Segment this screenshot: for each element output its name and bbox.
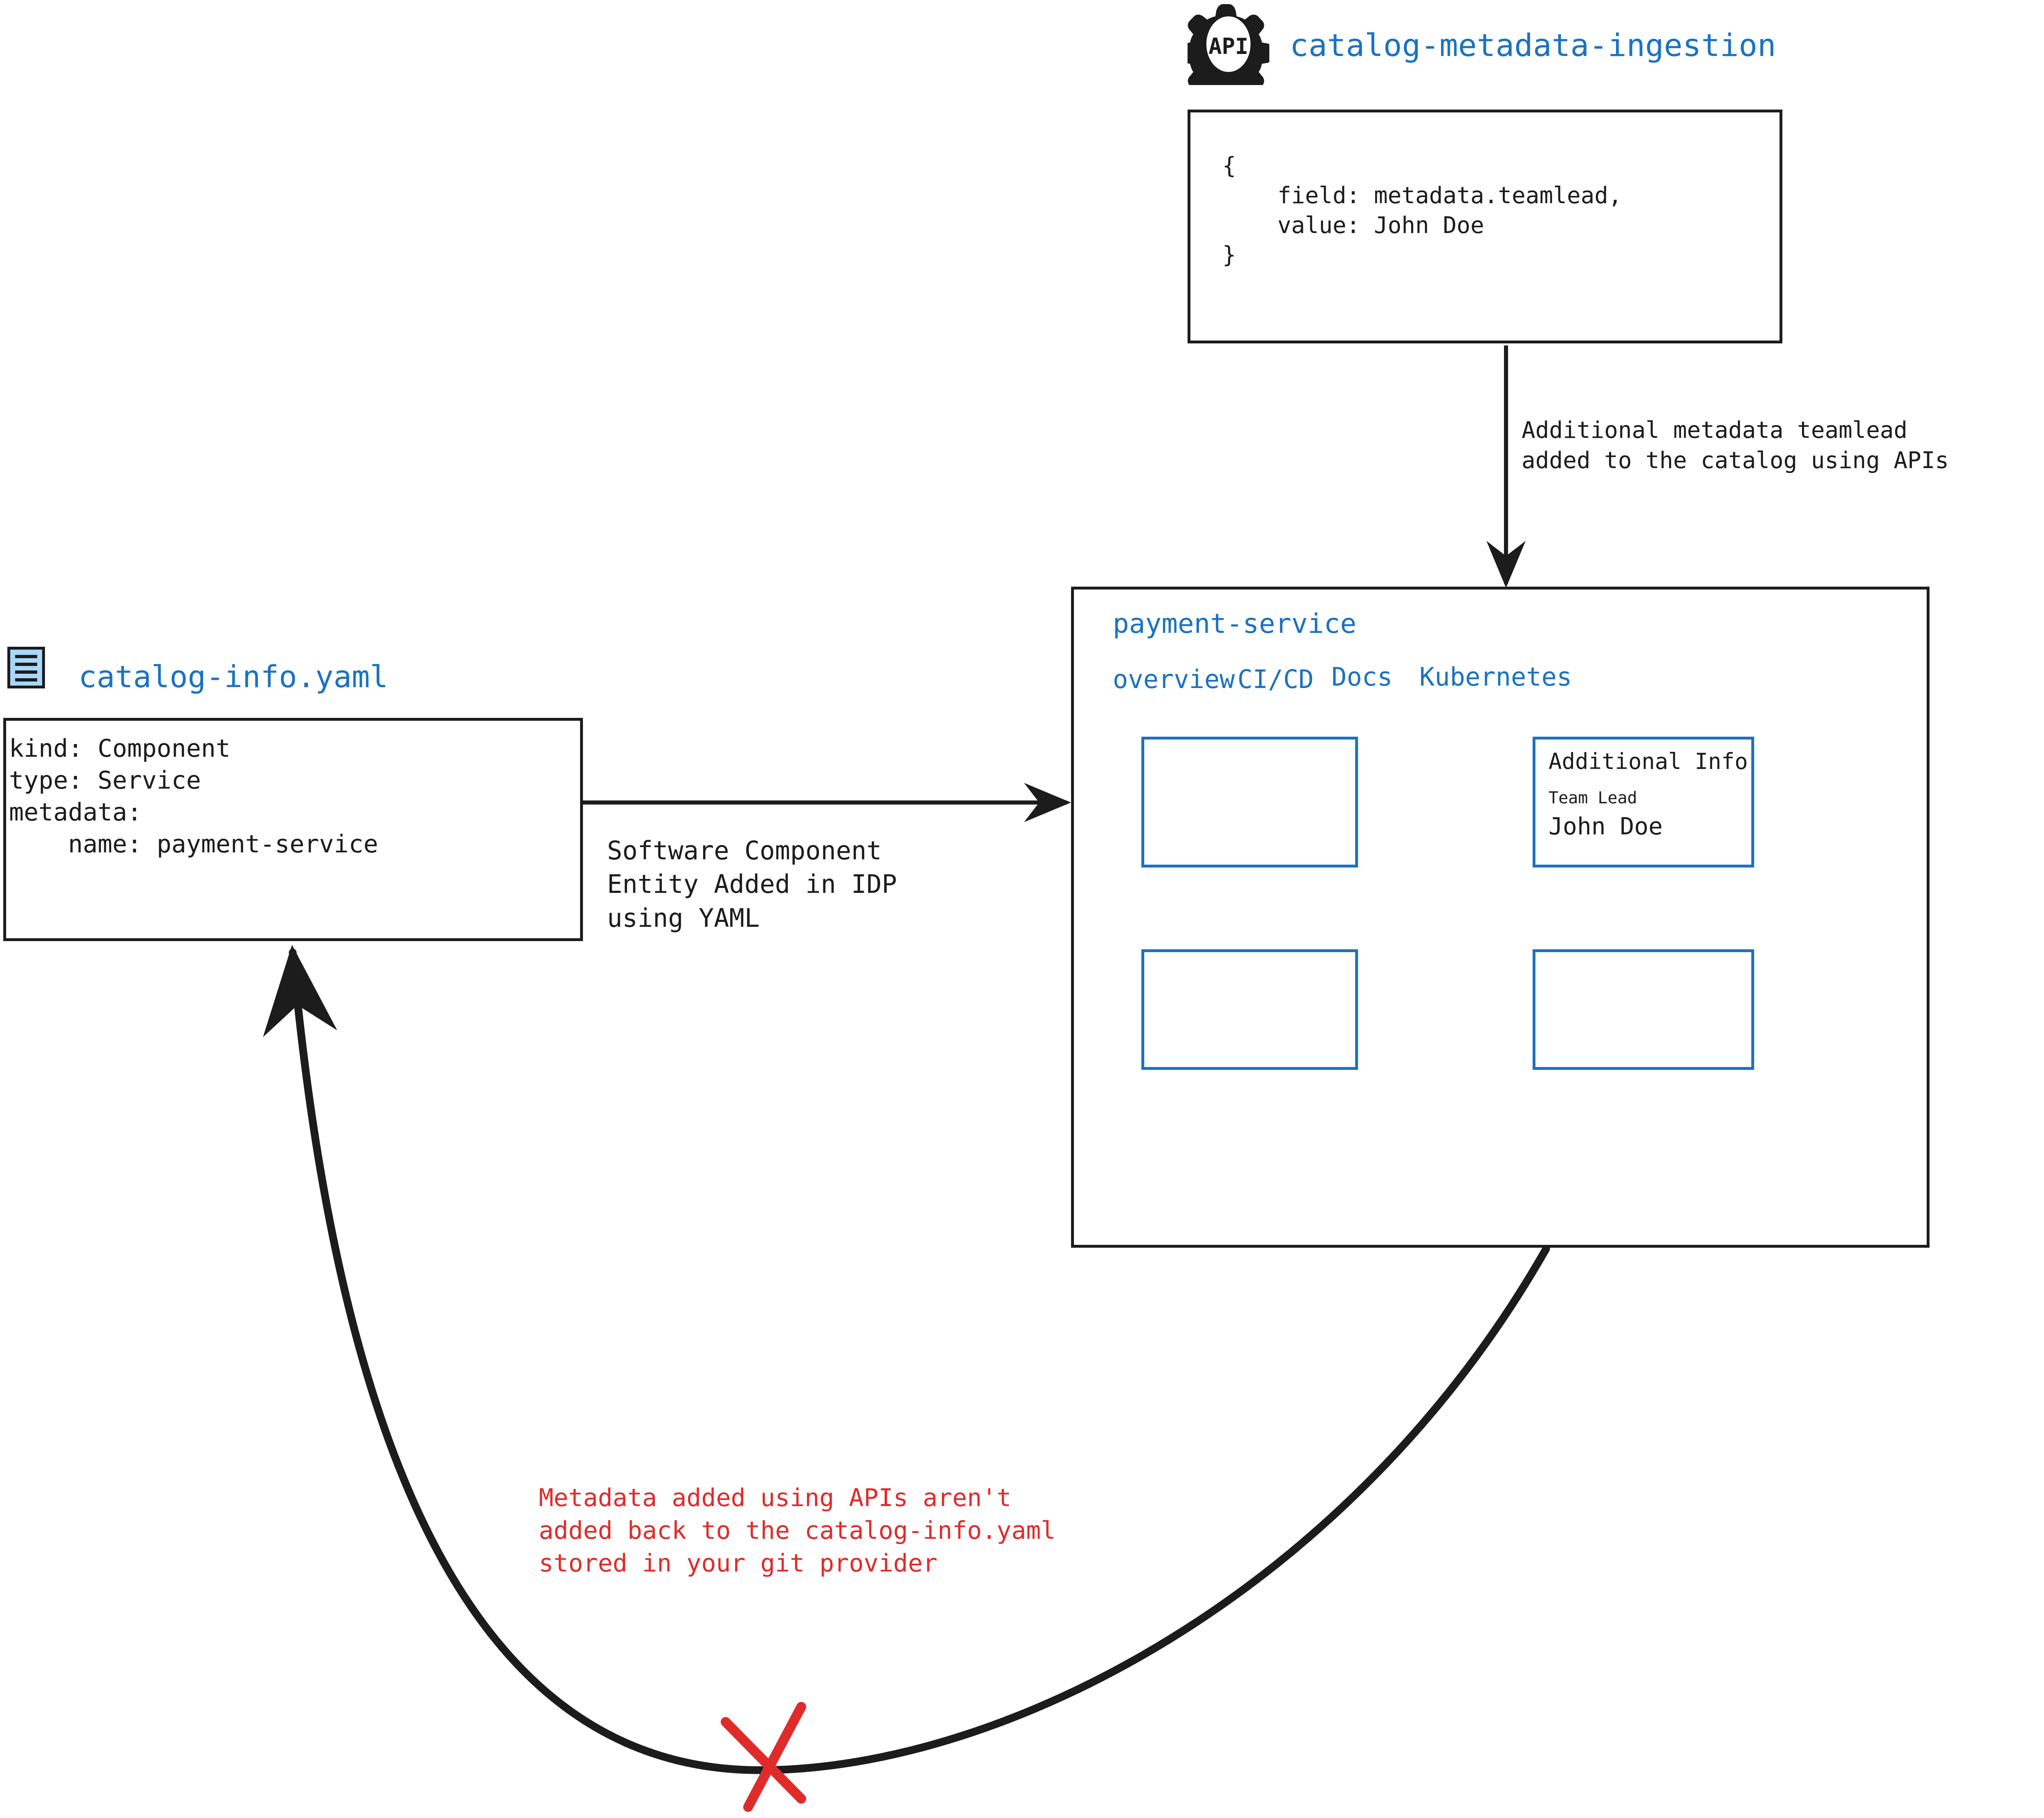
blocked-sync-warning: Metadata added using APIs aren't added b… [539,1484,1056,1578]
lower-right-card[interactable] [1533,949,1754,1070]
team-lead-label: Team Lead [1549,789,1637,807]
edge-label-yaml-to-catalog: Software Component Entity Added in IDP u… [607,836,897,933]
card-heading: Additional Info [1549,749,1748,774]
red-x-icon [721,1702,806,1812]
catalog-entity-panel: payment-service overview CI/CD Docs Kube… [1071,587,1930,1248]
tab-cicd[interactable]: CI/CD [1237,664,1314,694]
additional-info-card[interactable]: Additional Info Team Lead John Doe [1533,737,1754,868]
lower-left-card[interactable] [1141,949,1358,1070]
yaml-content-text: kind: Component type: Service metadata: … [9,734,379,859]
yaml-content-box [3,718,583,941]
svg-text:API: API [1208,34,1248,59]
yaml-node-title: catalog-info.yaml [78,659,388,695]
api-payload-text: { field: metadata.teamlead, value: John … [1222,152,1622,269]
tab-overview[interactable]: overview [1113,664,1235,694]
tab-docs[interactable]: Docs [1331,662,1393,692]
edge-label-api-to-catalog: Additional metadata teamlead added to th… [1522,417,1949,474]
yaml-file-icon [7,647,45,688]
api-gear-icon: API [1188,3,1269,85]
tab-kubernetes[interactable]: Kubernetes [1419,662,1572,692]
overview-card[interactable] [1141,737,1358,868]
api-node-title: catalog-metadata-ingestion [1290,27,1776,63]
panel-title: payment-service [1113,608,1357,639]
team-lead-value: John Doe [1549,812,1663,840]
api-payload-box [1188,110,1782,343]
